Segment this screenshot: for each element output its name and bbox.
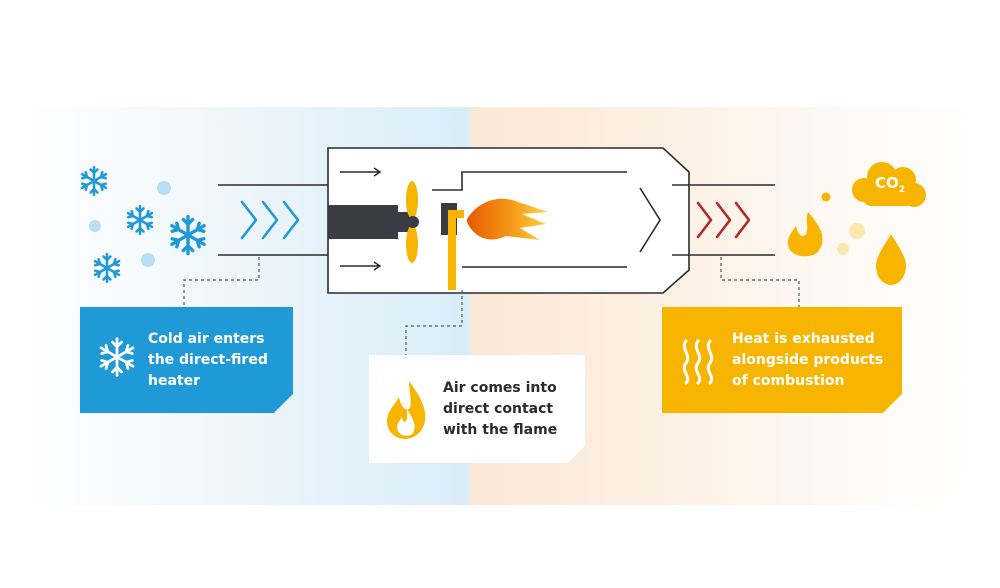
flame-icon <box>787 212 823 257</box>
air-contact-label-box: Air comes into direct contact with the f… <box>369 355 585 463</box>
exhaust-dot <box>837 243 849 255</box>
burner-shaft <box>398 212 412 232</box>
snow-dot <box>157 181 171 195</box>
cold-air-label: Cold air enters the direct-fired heater <box>148 330 268 389</box>
arrow-right-icon <box>340 167 382 271</box>
droplet-icon <box>876 234 906 285</box>
heat-exhausted-label-box: Heat is exhausted alongside products of … <box>662 307 902 413</box>
co2-subscript: 2 <box>898 185 906 195</box>
exhaust-dot <box>849 223 865 239</box>
exhaust-dot <box>821 192 831 202</box>
co2-cloud-icon <box>852 162 926 207</box>
air-contact-label: Air comes into direct contact with the f… <box>443 379 558 438</box>
cold-air-label-box: Cold air enters the direct-fired heater <box>80 307 293 413</box>
flame-icon <box>387 381 426 439</box>
fan-icon <box>406 181 419 263</box>
burner-motor <box>328 205 398 239</box>
co2-main: CO <box>874 174 899 192</box>
heat-exhausted-label: Heat is exhausted alongside products of … <box>732 330 884 389</box>
co2-label: CO2 <box>862 174 918 195</box>
inlet-duct <box>218 184 328 256</box>
burner-flame <box>467 198 548 240</box>
outlet-duct <box>672 184 775 256</box>
snow-dot <box>141 253 155 267</box>
combustion-chamber <box>432 171 661 268</box>
gas-line <box>448 210 464 290</box>
chevron-right-icon <box>696 201 751 239</box>
heat-waves-icon <box>682 339 714 385</box>
snow-dot <box>89 220 101 232</box>
chevron-right-icon <box>240 200 300 240</box>
snowflake-icon <box>99 337 135 377</box>
leader-line <box>183 257 800 355</box>
